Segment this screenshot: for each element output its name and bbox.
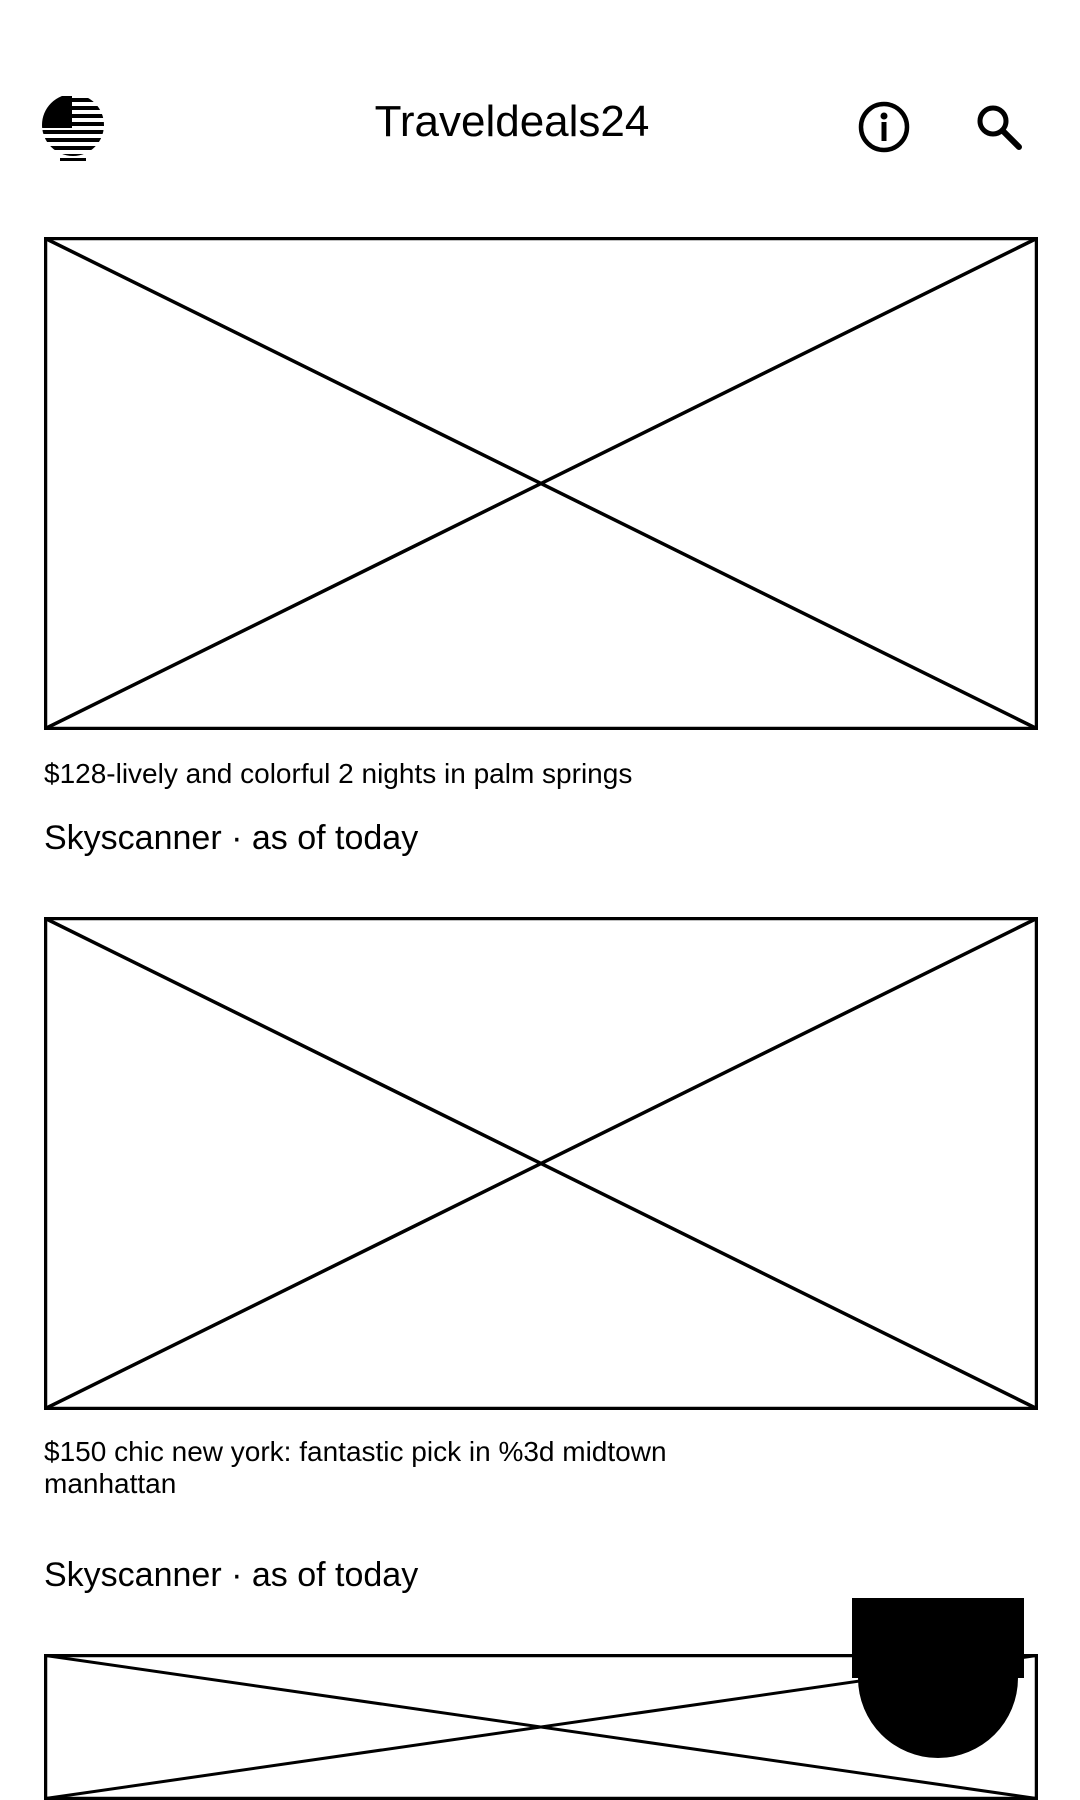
deal-image-placeholder[interactable]	[44, 917, 1038, 1410]
deal-source: Skyscanner	[44, 1556, 222, 1594]
floating-action-icon	[852, 1598, 1024, 1758]
meta-separator: ·	[231, 1556, 243, 1594]
deal-source: Skyscanner	[44, 819, 222, 857]
app-header: Traveldeals24	[0, 0, 1080, 200]
deal-title[interactable]: $128-lively and colorful 2 nights in pal…	[44, 758, 633, 789]
info-icon[interactable]	[857, 100, 911, 154]
deal-meta: Skyscanner · as of today	[44, 818, 418, 858]
deal-title[interactable]: $150 chic new york: fantastic pick in %3…	[44, 1436, 667, 1499]
us-flag-icon[interactable]	[40, 96, 106, 162]
search-icon[interactable]	[973, 101, 1025, 153]
app-title: Traveldeals24	[374, 97, 650, 146]
deal-meta: Skyscanner · as of today	[44, 1555, 418, 1595]
floating-action-button[interactable]	[852, 1598, 1024, 1758]
deal-date: as of today	[251, 1556, 419, 1594]
deal-date: as of today	[251, 819, 419, 857]
meta-separator: ·	[231, 819, 243, 857]
deal-image-placeholder[interactable]	[44, 237, 1038, 730]
